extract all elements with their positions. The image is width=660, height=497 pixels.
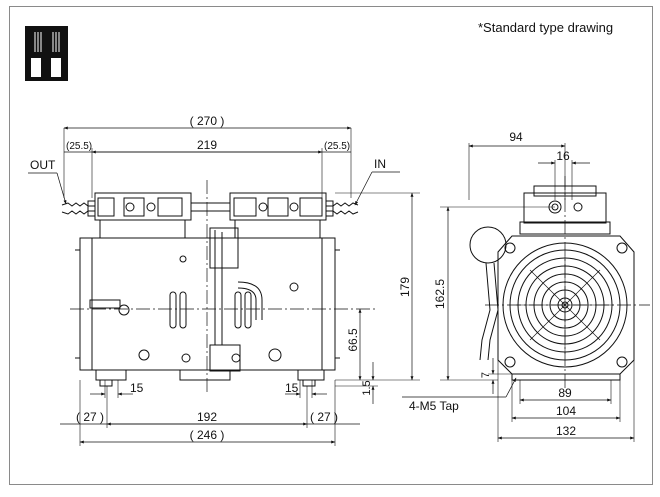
dim-mount-pitch: 89	[558, 386, 572, 400]
dim-end-right: ( 27 )	[310, 410, 338, 424]
drawing-note: *Standard type drawing	[478, 20, 613, 35]
dim-shaft-height: 66.5	[346, 328, 360, 352]
dim-right-offset: (25.5)	[324, 141, 350, 152]
dim-base-length: ( 246 )	[190, 428, 225, 442]
front-view	[28, 126, 420, 446]
dim-side-height: 162.5	[433, 279, 447, 309]
port-in-label: IN	[374, 157, 386, 171]
dim-mount-width: 104	[556, 404, 576, 418]
port-out-label: OUT	[30, 158, 56, 172]
dim-center-span: 219	[197, 138, 217, 152]
cable-connector-icon	[25, 26, 68, 81]
dim-end-left: ( 27 )	[76, 410, 104, 424]
dim-side-overall-width: 132	[556, 424, 576, 438]
dim-port-pitch: 16	[556, 149, 570, 163]
dim-foot-thickness: 7	[480, 372, 492, 378]
dim-hole-pitch: 192	[197, 410, 217, 424]
dim-height: 179	[398, 277, 412, 297]
drawing-border	[9, 6, 653, 485]
dim-overall-width: ( 270 )	[190, 114, 225, 128]
side-view	[402, 143, 650, 442]
dim-foot-right: 15	[285, 381, 299, 395]
tap-label: 4-M5 Tap	[409, 399, 459, 413]
dim-foot-left: 15	[130, 381, 144, 395]
dim-top-width: 94	[509, 130, 523, 144]
dim-left-offset: (25.5)	[66, 141, 92, 152]
dim-base: 1.5	[361, 380, 373, 395]
